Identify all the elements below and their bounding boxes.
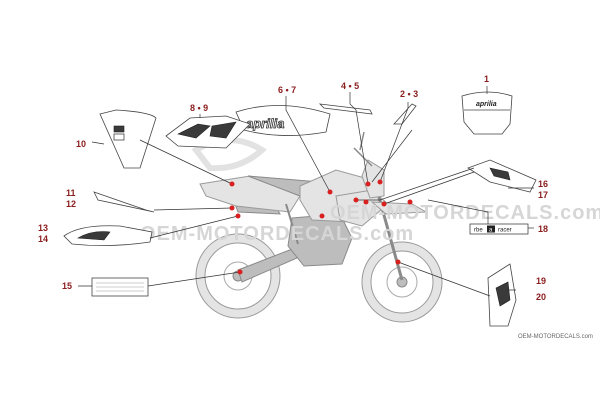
callout-10: 10 [76, 139, 86, 149]
callout-12: 12 [66, 199, 76, 209]
decal-6-7-tank-graphic: aprilia [235, 105, 331, 136]
decal-4-5 [318, 103, 373, 115]
leader-lines [78, 86, 534, 297]
decal-8-9-shroud-graphic [165, 115, 251, 149]
front-disc [386, 266, 418, 298]
decal-18-racer-strip: rbe a racer [469, 223, 529, 235]
callout-4-5: 4 • 5 [341, 81, 359, 91]
callout-2-3: 2 • 3 [400, 89, 418, 99]
aprilia-big-logo: aprilia [246, 116, 284, 131]
plate-brand-2: a [489, 228, 493, 234]
watermark-text-1: OEM-MOTORDECALS.com [330, 202, 600, 224]
decal-19-20-rear-fender [487, 263, 517, 327]
decal-10-tail-decal [99, 109, 157, 169]
callout-17: 17 [538, 190, 548, 200]
plate-brand-1: rbe [474, 228, 483, 234]
decal-1-front-plate: aprilia [461, 91, 513, 135]
callout-8-9: 8 • 9 [190, 103, 208, 113]
rear-shock [285, 203, 299, 245]
callout-19: 19 [536, 276, 546, 286]
handlebar [353, 131, 373, 167]
callout-18: 18 [538, 224, 548, 234]
callout-20: 20 [536, 292, 546, 302]
callout-13: 13 [38, 223, 48, 233]
decal-13-14-side-panel [63, 225, 153, 246]
callout-labels: 1 2 • 3 4 • 5 6 • 7 8 • 9 10 11 12 13 14… [38, 74, 548, 302]
decal-16-17-front-shroud [467, 159, 537, 193]
callout-11: 11 [66, 188, 76, 198]
decal-2-3 [393, 103, 417, 125]
plate-brand-3: racer [498, 228, 512, 234]
location-dots [229, 179, 413, 275]
callout-15: 15 [62, 281, 72, 291]
aprilia-small-logo: aprilia [476, 101, 497, 108]
callout-1: 1 [484, 74, 489, 84]
headlight-fairing [361, 159, 385, 199]
callout-6-7: 6 • 7 [278, 85, 296, 95]
decal-15-info-label [91, 277, 149, 297]
decal-11-12 [93, 191, 155, 213]
site-credit: OEM-MOTORDECALS.com [518, 334, 593, 340]
watermark-text-2: OEM-MOTORDECALS.com [140, 223, 414, 245]
callout-14: 14 [38, 234, 48, 244]
radiator-shroud [335, 189, 389, 227]
callout-16: 16 [538, 179, 548, 189]
